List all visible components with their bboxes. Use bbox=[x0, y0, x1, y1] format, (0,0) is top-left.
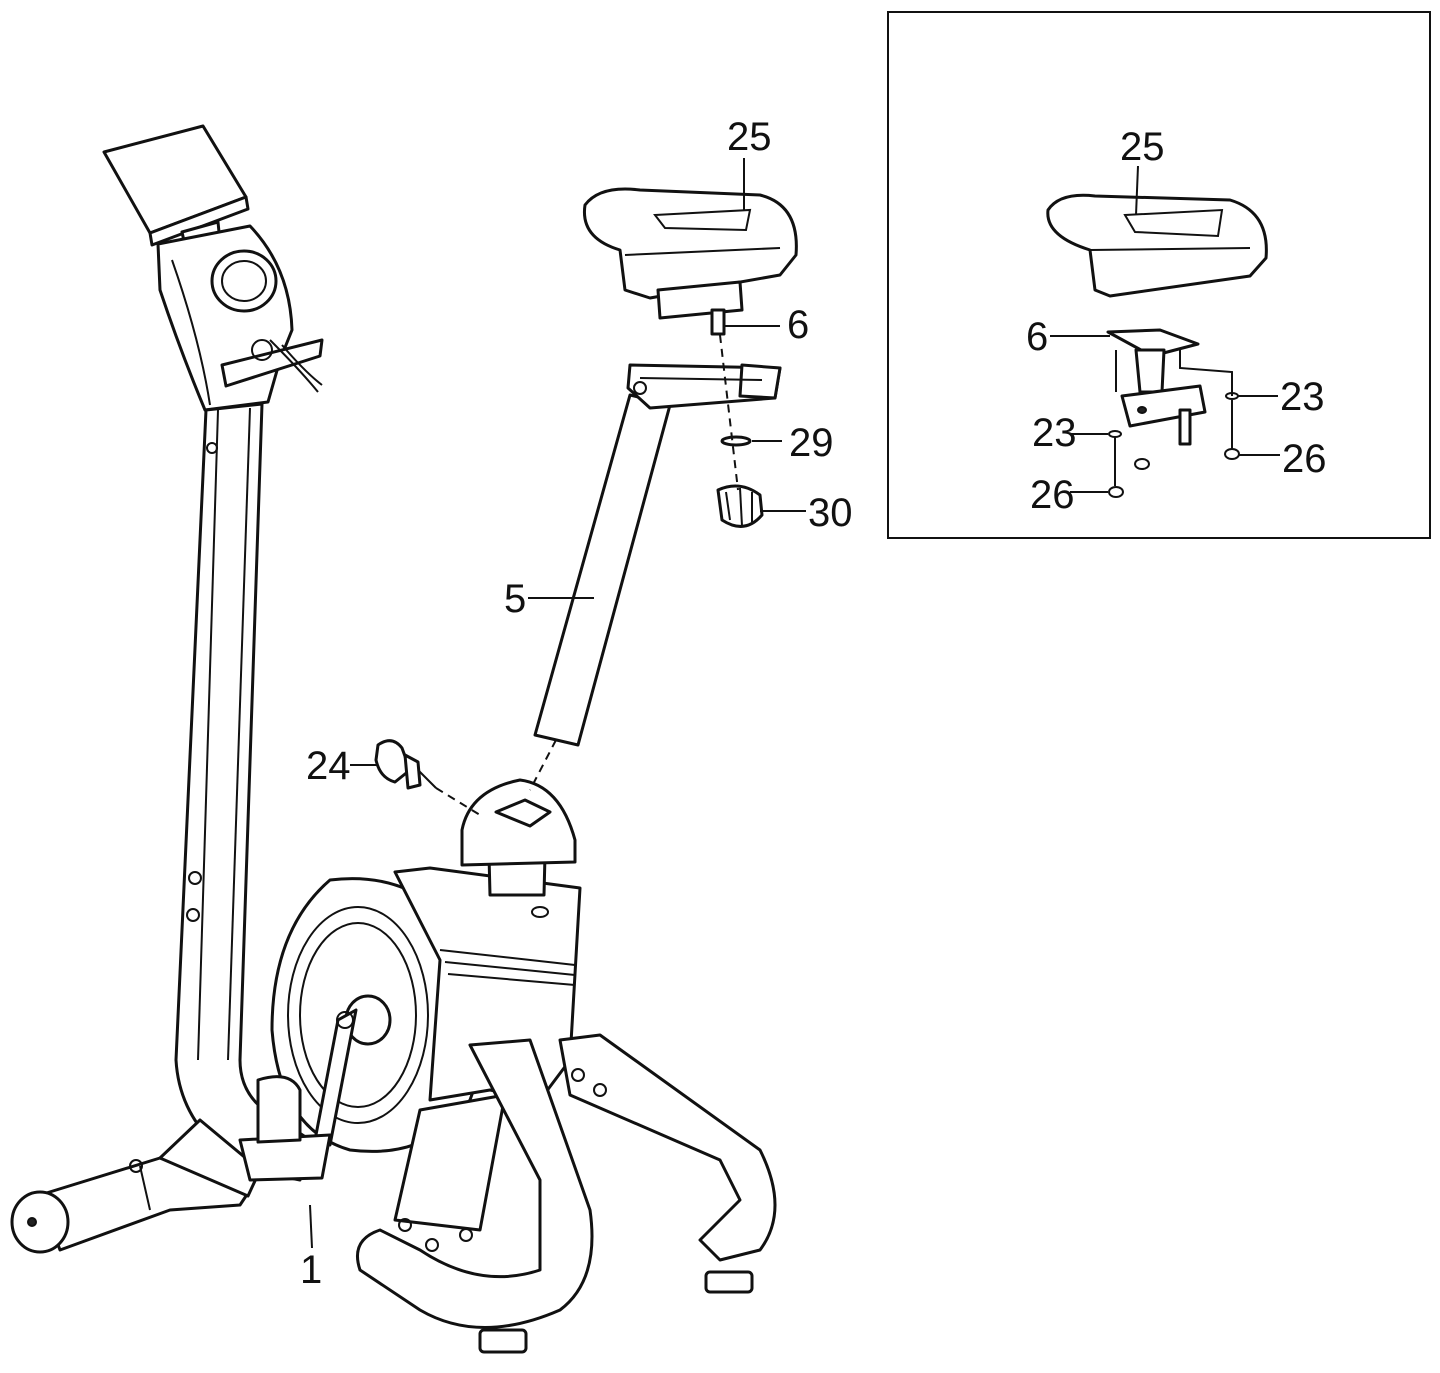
detail-bracket bbox=[1106, 328, 1240, 498]
callout-5: 5 bbox=[504, 577, 526, 621]
front-stabilizer bbox=[10, 1118, 262, 1254]
axis-line bbox=[719, 334, 739, 491]
detail-inset: 25 6 23 23 26 26 bbox=[887, 11, 1431, 539]
bike-frame bbox=[10, 124, 777, 1354]
callout-6: 6 bbox=[787, 303, 809, 347]
console-housing bbox=[156, 224, 324, 412]
detail-callout-23-left: 23 bbox=[1032, 411, 1077, 455]
detail-callout-23-right: 23 bbox=[1280, 375, 1325, 419]
detail-callout-6: 6 bbox=[1026, 315, 1048, 359]
rear-stabilizer bbox=[356, 1033, 777, 1354]
detail-leaders bbox=[1050, 165, 1280, 493]
crank-pedal bbox=[238, 1008, 358, 1182]
callout-30: 30 bbox=[808, 491, 853, 535]
detail-saddle bbox=[1046, 193, 1268, 298]
callout-29: 29 bbox=[789, 421, 834, 465]
callout-25: 25 bbox=[727, 115, 772, 159]
detail-callout-26-right: 26 bbox=[1282, 437, 1327, 481]
callout-1: 1 bbox=[300, 1248, 322, 1292]
detail-callout-25: 25 bbox=[1120, 125, 1165, 169]
saddle-part-25 bbox=[582, 187, 798, 336]
washer-part-29 bbox=[720, 435, 752, 447]
callout-24: 24 bbox=[306, 744, 351, 788]
detail-callout-26-left: 26 bbox=[1030, 473, 1075, 517]
knob-part-24 bbox=[374, 739, 481, 816]
main-leaders bbox=[309, 158, 806, 1249]
seat-post-part-5 bbox=[529, 363, 782, 791]
knob-part-30 bbox=[716, 484, 764, 528]
